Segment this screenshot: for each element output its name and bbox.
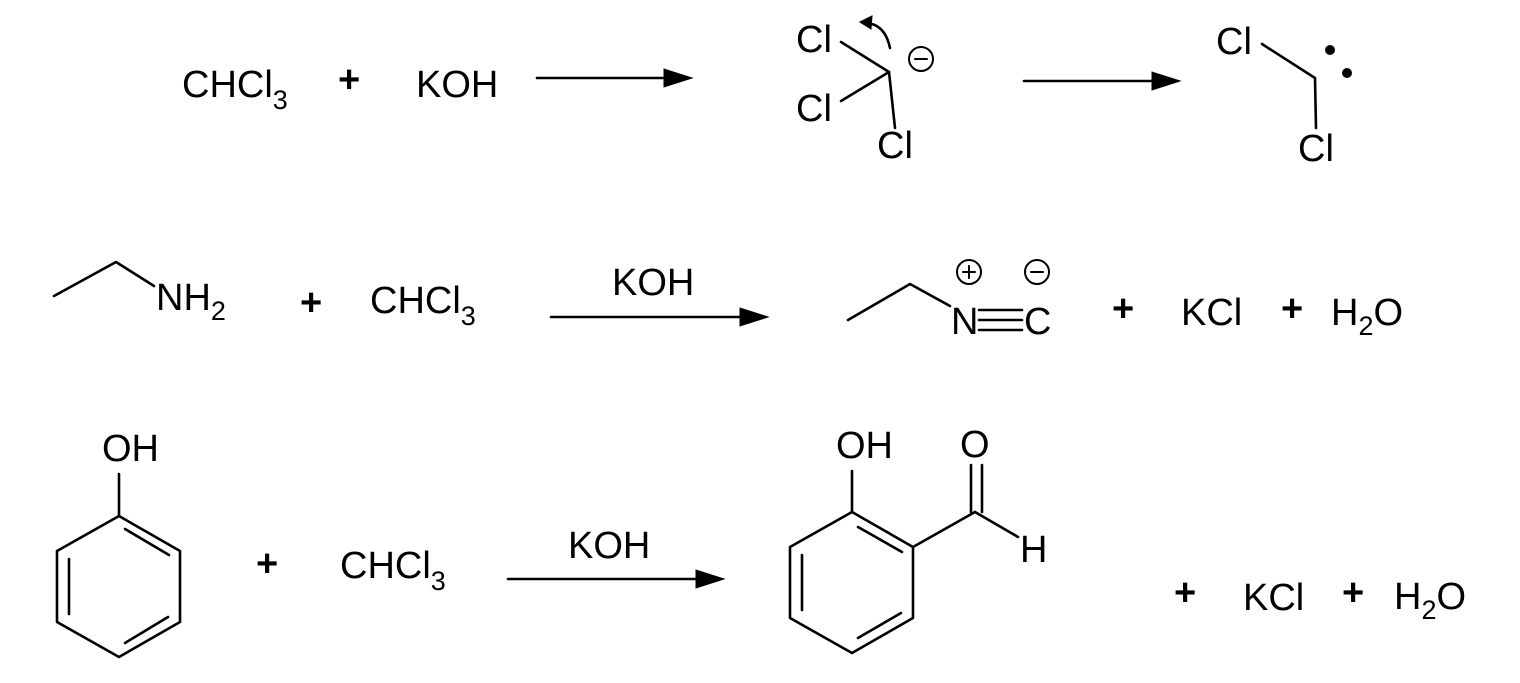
water-product: H2O	[1394, 576, 1466, 625]
amine-group: NH2	[156, 277, 226, 326]
kcl-product: KCl	[1181, 292, 1242, 334]
water-product: H2O	[1331, 292, 1403, 341]
reaction-2: NH2 + CHCl3 KOH N C + KCl + H2O	[52, 259, 1403, 343]
aromatic-double-bond	[123, 615, 170, 645]
chloroform-formula-1: CHCl3	[182, 64, 288, 115]
ethyl-chain	[52, 260, 156, 298]
plus-sign: +	[1174, 572, 1196, 614]
plus-sign: +	[256, 543, 278, 585]
ethyl-chain	[846, 282, 952, 322]
koh-reactant: KOH	[416, 64, 498, 106]
c-cl-bond	[1260, 42, 1317, 80]
negative-charge-icon	[1024, 259, 1050, 285]
chlorine-atom-upper: Cl	[1216, 21, 1252, 63]
aromatic-double-bond	[856, 611, 903, 640]
lone-pair-dot	[1342, 68, 1352, 78]
arrowhead	[695, 569, 726, 589]
arrowhead	[1151, 71, 1182, 91]
plus-sign: +	[1342, 572, 1364, 614]
reaction-1: CHCl3 + KOH Cl Cl Cl Cl Cl	[182, 15, 1352, 170]
chlorine-atom-lower: Cl	[1298, 128, 1334, 170]
plus-sign: +	[1281, 288, 1303, 330]
chlorine-atom-upper: Cl	[796, 19, 832, 61]
chlorine-atom-bottom: Cl	[877, 125, 913, 167]
chlorine-atom-lower: Cl	[796, 88, 832, 130]
curved-arrow-head	[858, 15, 873, 30]
positive-charge-icon	[956, 259, 982, 285]
plus-sign: +	[300, 282, 322, 324]
negative-charge-icon	[908, 46, 934, 72]
aldehyde-hydrogen: H	[1020, 529, 1047, 571]
aromatic-double-bond	[856, 525, 904, 554]
c-cl-bond	[1313, 76, 1318, 130]
lone-pair-dot	[1325, 45, 1335, 55]
nitrogen-atom: N	[951, 301, 978, 343]
hydroxyl-group: OH	[102, 428, 159, 470]
chloroform-formula-2: CHCl3	[370, 280, 476, 331]
chloroform-formula-3: CHCl3	[340, 545, 446, 596]
carbon-atom: C	[1024, 301, 1051, 343]
benzene-ring	[55, 514, 182, 659]
carbonyl-oxygen: O	[960, 424, 990, 466]
c-cl-bond	[887, 70, 897, 130]
plus-sign: +	[338, 59, 360, 101]
kcl-product: KCl	[1243, 577, 1304, 619]
aromatic-double-bond	[123, 527, 171, 557]
plus-sign: +	[1112, 288, 1134, 330]
c-cl-bond	[839, 40, 891, 74]
reagent-label: KOH	[612, 262, 694, 304]
c-c-bond	[911, 510, 977, 549]
reagent-label: KOH	[568, 525, 650, 567]
c-h-bond	[973, 510, 1020, 539]
arrowhead	[663, 68, 694, 88]
arrowhead	[739, 307, 770, 327]
benzene-ring	[788, 510, 915, 655]
hydroxyl-group: OH	[836, 425, 893, 467]
reaction-3: OH + CHCl3 KOH OH O H + KCl + H2O	[55, 424, 1466, 659]
c-cl-bond	[839, 70, 891, 103]
